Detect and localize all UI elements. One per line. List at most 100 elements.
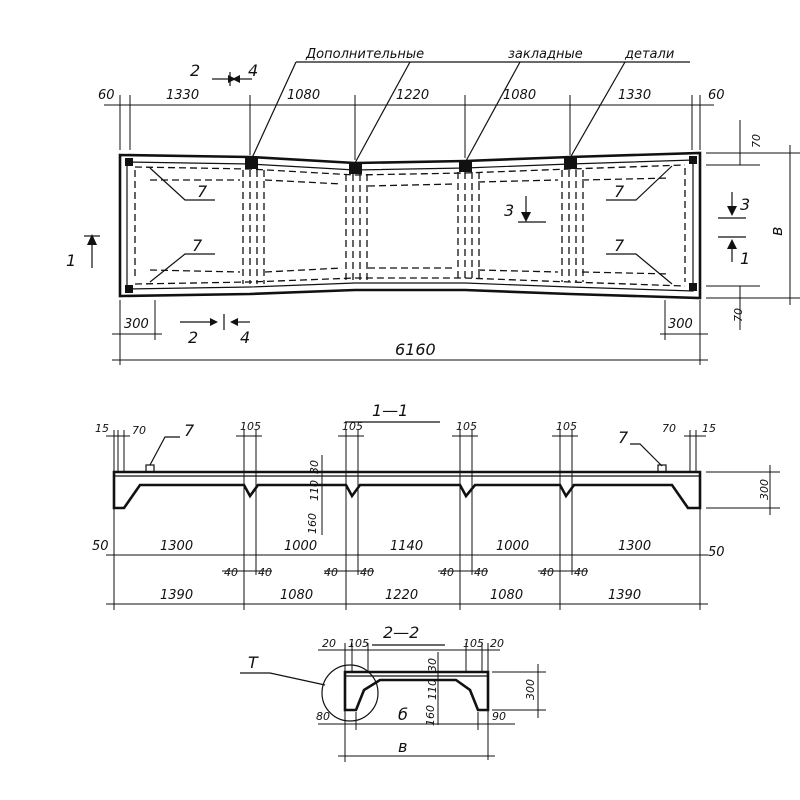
s1-row2-1080-left: 1080 [280,588,313,603]
dim-top-1080-left: 1080 [287,88,320,103]
s1-dim-70-left: 70 [132,424,146,437]
s2-dim-105-left: 105 [348,637,369,650]
s1-callout-right-leader [630,443,663,467]
embedded-plates [125,156,697,293]
slab-outline [118,151,702,300]
s1-40-e: 40 [440,566,454,579]
dim-bottom-300-left: 300 [124,317,149,332]
s1-40-c: 40 [324,566,338,579]
node-leader [240,672,326,686]
dim-top-1220: 1220 [396,88,429,103]
s1-callout-7-right: 7 [618,428,629,447]
section-mark-1-left: 1 [66,251,76,270]
dim-top-1330-right: 1330 [618,88,651,103]
s1-row1-1140: 1140 [390,539,423,554]
s1-dim-105-a: 105 [240,420,261,433]
transverse-ribs [242,170,584,284]
s1-row2-1390-left: 1390 [160,588,193,603]
section-1-profile [112,470,702,510]
s2-dim-105-right: 105 [463,637,484,650]
s1-40-b: 40 [258,566,272,579]
s1-dim-30: 30 [308,460,321,474]
s1-row1-1000-left: 1000 [284,539,317,554]
s1-row2-1080-right: 1080 [490,588,523,603]
s1-dim-160: 160 [306,513,319,534]
section-mark-2-top: 2 [190,61,200,80]
dim-top-60-left: 60 [98,88,115,103]
section-mark-1-left-group: 1 [66,234,100,270]
section-mark-3-mid-group: 3 [504,196,546,223]
rib-dashed-top [134,164,686,176]
plan-right-dimensions: 70 70 в [706,120,800,330]
s1-dim-105-c: 105 [456,420,477,433]
section-marks-top: 2 4 [190,61,258,86]
s1-row2-1220: 1220 [385,588,418,603]
section-mark-2-bottom: 2 [188,328,198,347]
s1-row1-50-left: 50 [92,539,109,554]
section-2-2: 2—2 Т 20 105 105 20 30 110 160 300 [240,623,546,762]
plan-view: 7 7 7 7 Дополнительные закладные детали [66,47,800,365]
callout-7-bottom-left: 7 [192,236,203,255]
node-label-T: Т [248,653,259,672]
s2-height-300: 300 [524,679,537,700]
section-1-plate-right [657,464,667,473]
section-mark-3-right: 3 [740,195,750,214]
s2-dim-110: 110 [426,679,439,700]
s1-40-h: 40 [574,566,588,579]
section-2-profile [343,670,490,712]
plan-bottom-dimensions: 300 300 6160 [112,300,708,365]
callout-7-bottom-right: 7 [614,236,625,255]
s1-dim-105-d: 105 [556,420,577,433]
s2-dim-b-inner: б [398,705,408,724]
dim-top-60-right: 60 [708,88,725,103]
callout-7-top-left: 7 [197,182,208,201]
plan-callouts: 7 7 7 7 [149,165,673,285]
s1-40-a: 40 [224,566,238,579]
s1-callout-7-left: 7 [184,421,195,440]
s2-dim-80: 80 [316,710,330,723]
dim-right-70-top: 70 [750,134,763,148]
s1-row1-1300-left: 1300 [160,539,193,554]
s2-dim-20-right: 20 [490,637,504,650]
s1-dim-105-b: 105 [342,420,363,433]
section-mark-4-bottom: 4 [240,328,250,347]
section-marks-bottom: 2 4 [180,314,250,347]
s2-dim-160: 160 [424,705,437,726]
note-word-2: закладные [508,47,583,62]
s1-dim-70-right: 70 [662,422,676,435]
callout-7-top-right: 7 [614,182,625,201]
s1-dim-15-right: 15 [702,422,716,435]
s2-dim-90: 90 [492,710,506,723]
s1-row1-1000-right: 1000 [496,539,529,554]
s1-row2-1390-right: 1390 [608,588,641,603]
dim-top-1330-left: 1330 [166,88,199,103]
s1-dim-15-left: 15 [95,422,109,435]
dim-right-width-label: в [767,227,786,236]
plan-top-dimensions: 60 1330 1080 1220 1080 1330 60 [98,88,725,160]
dim-top-1080-right: 1080 [503,88,536,103]
s1-40-f: 40 [474,566,488,579]
rib-dashed-bottom [134,277,686,287]
s1-height-300: 300 [758,479,771,500]
s1-row1-50-right: 50 [708,545,725,560]
rib-dashed-top2 [150,177,671,187]
s2-dim-20-left: 20 [322,637,336,650]
rib-dashed-bottom2 [149,267,671,275]
s2-dim-30: 30 [426,658,439,672]
section-mark-3-mid: 3 [504,201,514,220]
section-1-1: 1—1 15 70 [92,401,780,610]
s2-width-label: в [398,737,407,756]
section-2-2-title: 2—2 [383,623,419,642]
section-mark-1-right: 1 [740,249,750,268]
section-1-1-title: 1—1 [372,401,408,420]
note-word-1: Дополнительные [305,47,424,62]
s1-callout-left-leader [149,436,180,466]
plan-note: Дополнительные закладные детали [251,47,690,164]
note-word-3: детали [624,47,674,62]
section-mark-4-top: 4 [248,61,258,80]
section-marks-right: 3 1 [718,192,750,268]
s1-dim-110: 110 [308,480,321,501]
dim-overall-6160: 6160 [395,340,436,359]
